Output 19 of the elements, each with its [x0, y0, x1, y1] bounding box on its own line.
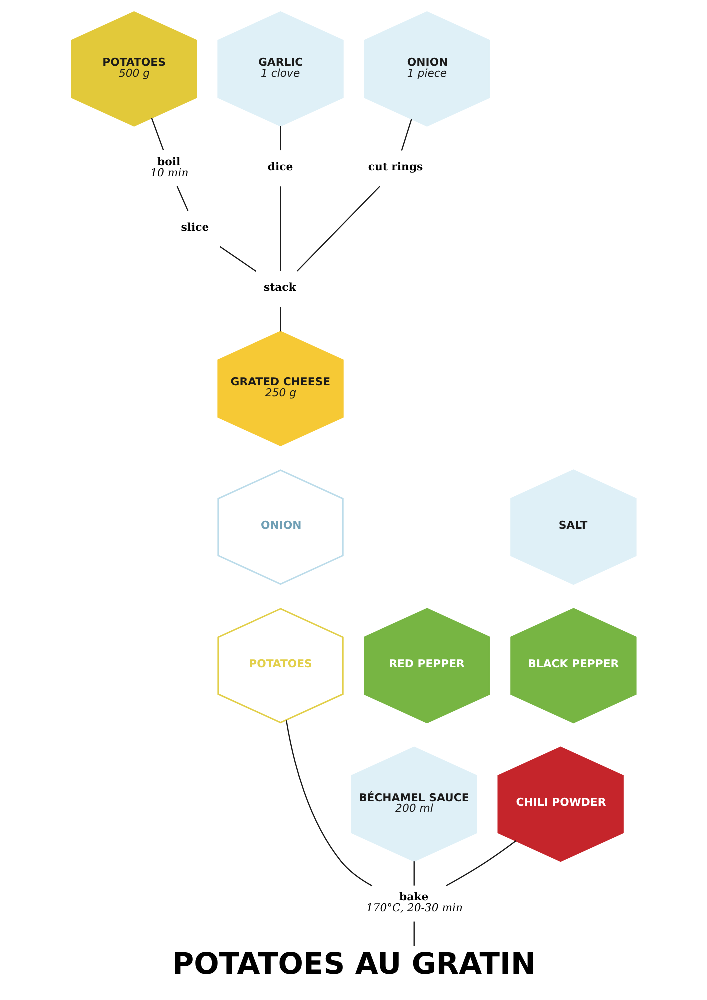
- connector: [400, 119, 412, 151]
- node-text: bake 170°C, 20-30 min: [366, 890, 463, 915]
- connector: [280, 186, 281, 272]
- connector: [446, 840, 516, 887]
- connector: [413, 922, 414, 946]
- node-text: dice: [267, 160, 293, 174]
- node-text: slice: [180, 220, 209, 234]
- node-text: stack: [263, 281, 296, 294]
- connector: [280, 126, 281, 151]
- node-text: boil 10 min: [150, 155, 188, 180]
- diagram-title: POTATOES AU GRATIN: [172, 946, 536, 981]
- connector: [176, 186, 188, 212]
- connector: [413, 862, 414, 886]
- connector: [219, 246, 256, 272]
- connector: [296, 186, 380, 272]
- connector: [150, 118, 164, 151]
- node-text: cut rings: [368, 160, 423, 174]
- connector: [285, 720, 372, 887]
- connector: [280, 307, 281, 332]
